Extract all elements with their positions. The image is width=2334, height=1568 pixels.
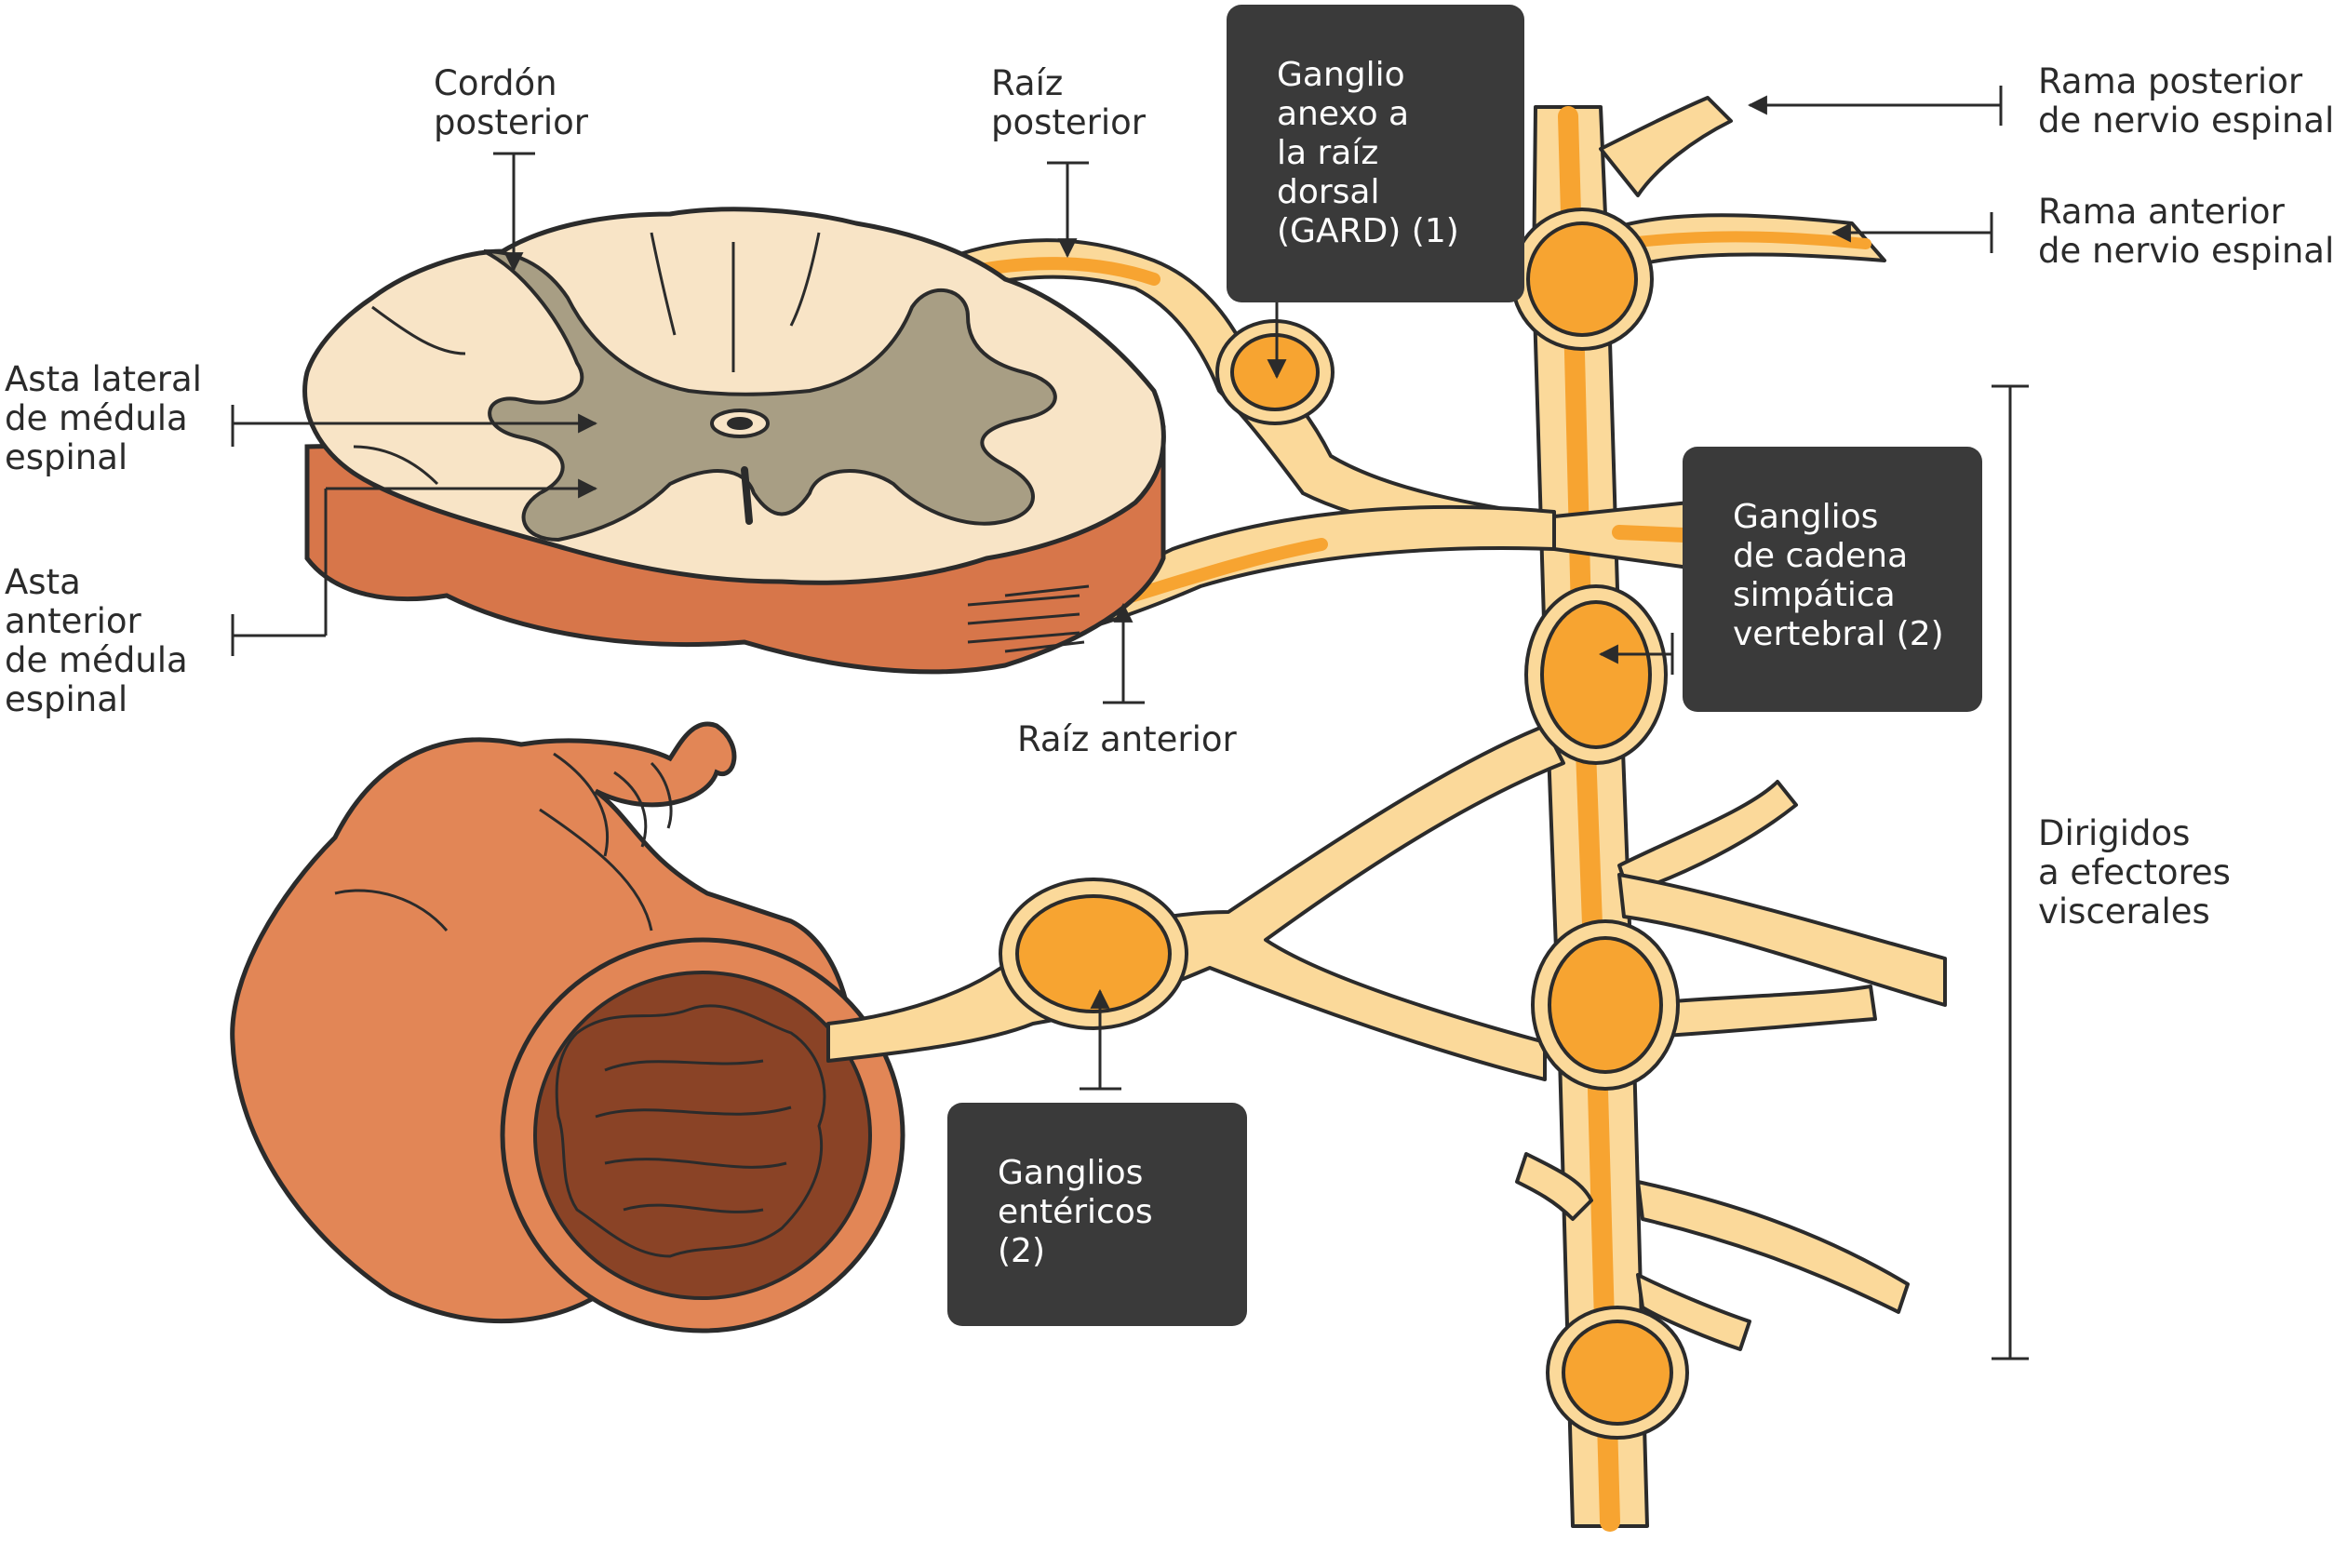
enteric-nerve [826,724,1565,1081]
intestine-mucosa [555,1004,826,1258]
intestine [230,721,905,1333]
box-cadena-simpatica: Ganglios de cadena simpática vertebral (… [1683,447,1982,712]
anterior-ramus [1599,213,1886,272]
label-rama-anterior: Rama anterior de nervio espinal [2038,192,2334,271]
visceral-branch-2 [1617,873,1947,1007]
intestine-lumen [533,971,872,1300]
cord-lateral-line-2 [353,445,439,486]
pointer-lines [231,86,2029,1360]
enteric-ganglion [1015,894,1172,1013]
central-canal-core [727,417,753,430]
trunk-ganglion-2 [1540,600,1652,749]
intestine-mucosa-2 [604,1059,764,1072]
intestine-fold-2 [613,771,648,848]
spinal-nerve-core [1612,525,1692,543]
posterior-ramus [1599,96,1733,197]
box-entericos: Ganglios entéricos (2) [947,1103,1247,1326]
intestine-mucosa-4 [604,1158,787,1169]
visceral-branch-6 [1636,1273,1751,1351]
dorsal-sulcus-2 [789,232,821,327]
visceral-branch-3 [1627,985,1877,1039]
box-entericos-text: Ganglios entéricos (2) [998,1154,1163,1270]
spinal-gray-matter [483,249,1057,543]
intestine-fold-4 [539,808,653,931]
intestine-mucosa-3 [595,1106,792,1119]
dorsal-root-ganglion [1230,333,1320,411]
label-raiz-anterior: Raíz anterior [1017,719,1238,759]
trunk-ganglion-4 [1562,1320,1673,1426]
label-dirigidos: Dirigidos a efectores viscerales [2038,813,2242,931]
trunk-ganglion-1 [1526,221,1638,337]
intestine-fold-5 [334,889,449,931]
label-asta-lateral: Asta lateral de médula espinal [5,359,213,477]
anterior-fissure [741,466,753,525]
visceral-branch-4 [1636,1180,1910,1314]
intestine-fold-3 [650,761,673,829]
label-cordon-posterior: Cordón posterior [434,63,589,142]
visceral-branch-1 [1617,780,1798,895]
anterior-rootlets [967,584,1090,653]
cord-lateral-line-1 [371,305,466,355]
visceral-branch-5 [1515,1152,1593,1221]
trunk-ganglion-3 [1548,936,1663,1074]
label-asta-anterior: Asta anterior de médula espinal [5,562,198,719]
dorsal-sulcus-1 [650,232,677,336]
intestine-fold-1 [553,752,610,857]
box-cadena-text: Ganglios de cadena simpática vertebral (… [1733,498,1944,653]
label-rama-posterior: Rama posterior de nervio espinal [2038,61,2334,141]
box-gard: Ganglio anexo a la raíz dorsal (GARD) (1… [1227,5,1524,302]
box-gard-text: Ganglio anexo a la raíz dorsal (GARD) (1… [1277,56,1459,250]
label-raiz-posterior: Raíz posterior [991,63,1147,142]
intestine-mucosa-5 [623,1203,764,1213]
